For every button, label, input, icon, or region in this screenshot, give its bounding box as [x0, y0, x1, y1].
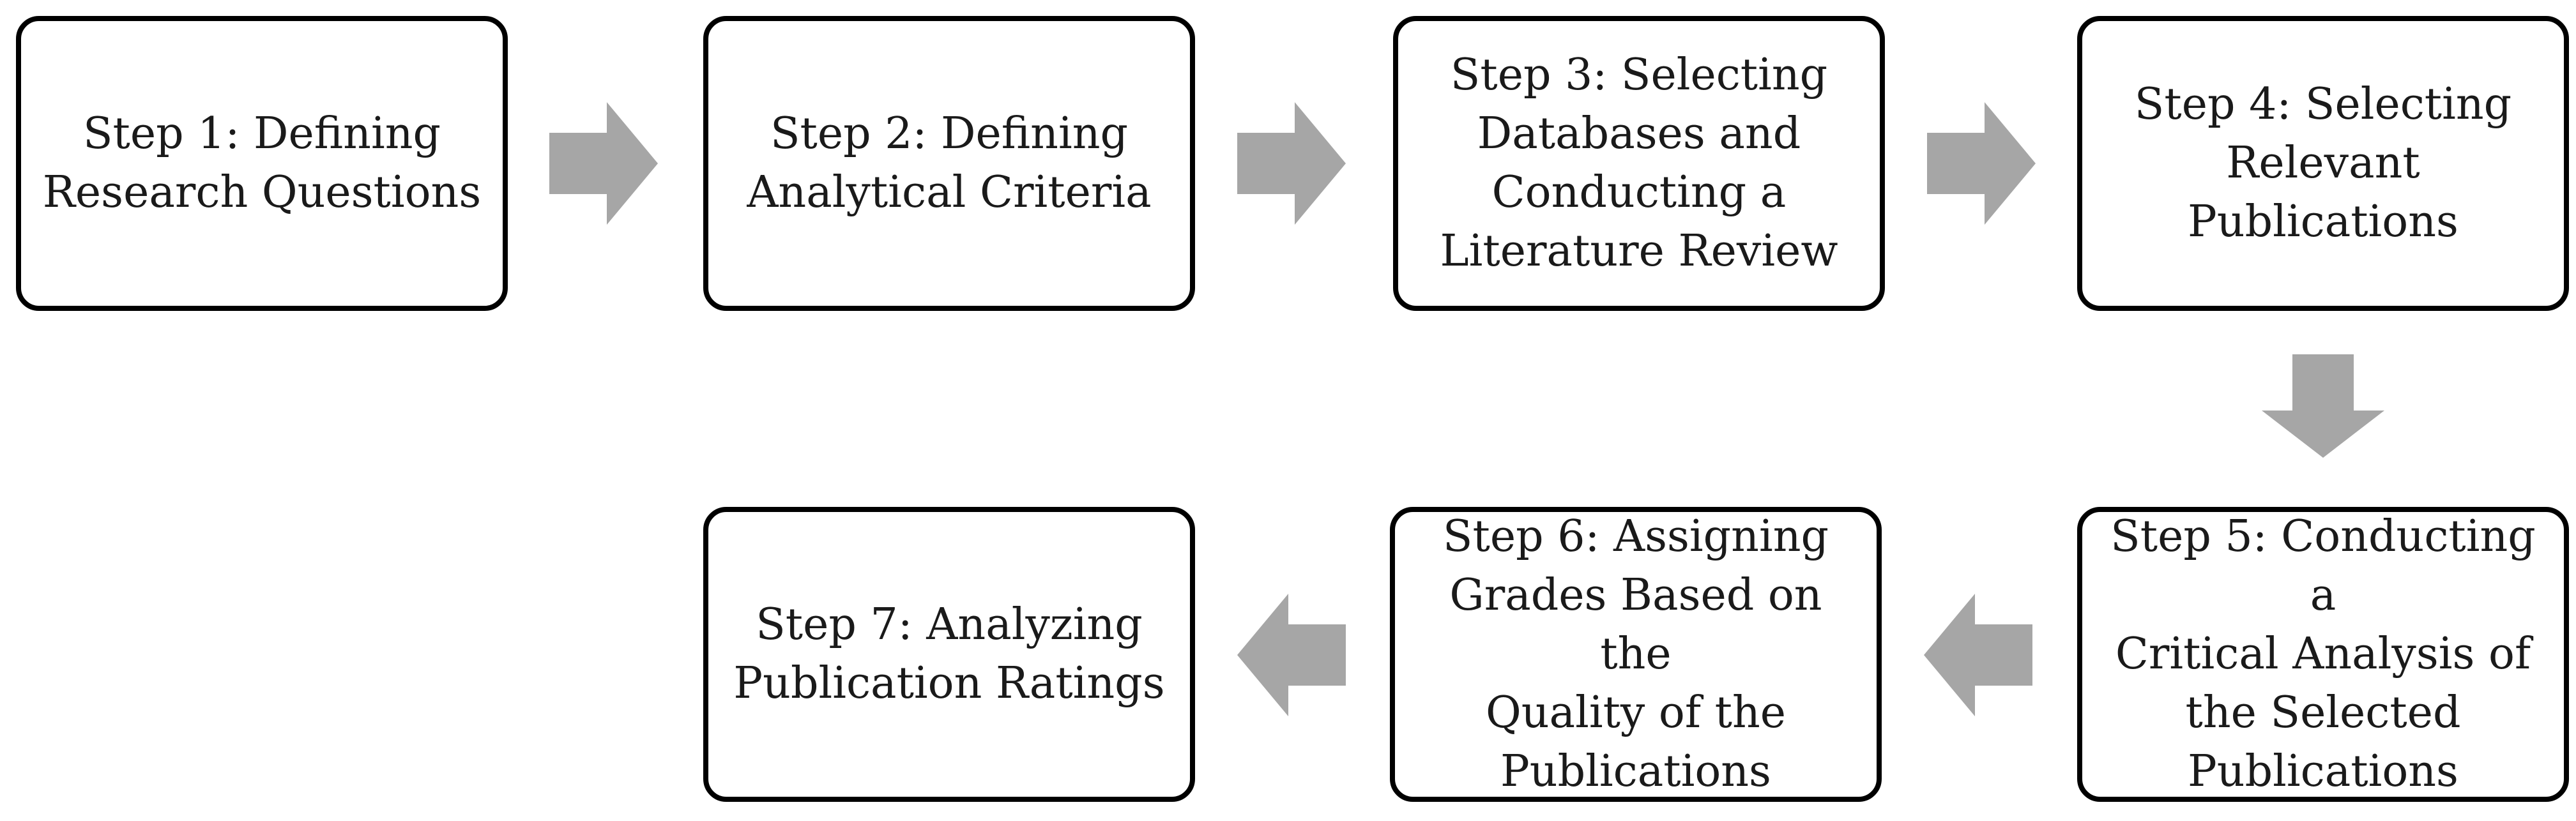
- arrow-left-icon: [1237, 594, 1346, 716]
- step-6-box: Step 6: Assigning Grades Based on the Qu…: [1390, 507, 1882, 802]
- step-5-label: Step 5: Conducting a Critical Analysis o…: [2110, 511, 2536, 797]
- step-2-label: Step 2: Defining Analytical Criteria: [747, 109, 1152, 218]
- step-7-box: Step 7: Analyzing Publication Ratings: [703, 507, 1195, 802]
- arrow-left-icon: [1924, 594, 2032, 716]
- step-1-label: Step 1: Defining Research Questions: [42, 109, 482, 218]
- arrow-down-icon: [2262, 354, 2384, 458]
- step-3-label: Step 3: Selecting Databases and Conducti…: [1440, 50, 1838, 276]
- step-4-box: Step 4: Selecting Relevant Publications: [2077, 16, 2569, 311]
- arrow-right-icon: [549, 102, 658, 225]
- step-2-box: Step 2: Defining Analytical Criteria: [703, 16, 1195, 311]
- step-5-box: Step 5: Conducting a Critical Analysis o…: [2077, 507, 2569, 802]
- arrow-right-icon: [1237, 102, 1346, 225]
- step-1-box: Step 1: Defining Research Questions: [16, 16, 508, 311]
- step-6-label: Step 6: Assigning Grades Based on the Qu…: [1442, 511, 1829, 797]
- step-3-box: Step 3: Selecting Databases and Conducti…: [1393, 16, 1885, 311]
- step-4-label: Step 4: Selecting Relevant Publications: [2134, 79, 2512, 247]
- step-7-label: Step 7: Analyzing Publication Ratings: [733, 599, 1165, 709]
- arrow-right-icon: [1927, 102, 2036, 225]
